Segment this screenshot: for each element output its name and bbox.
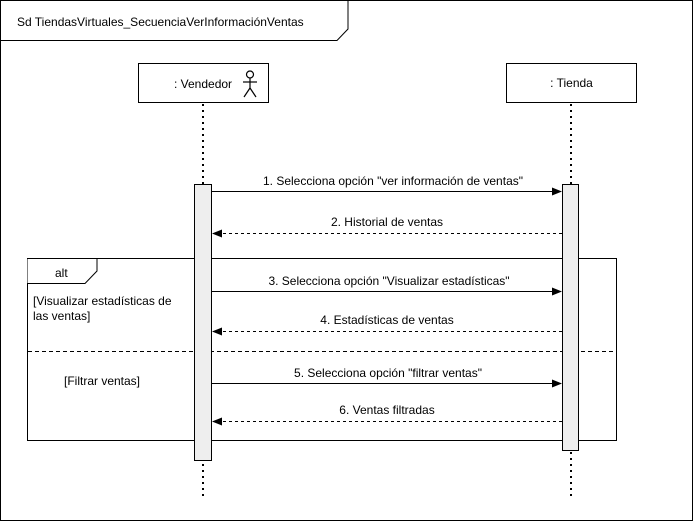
alt-guard-1: [Visualizar estadísticas de las ventas] xyxy=(33,294,172,323)
alt-guard-2: [Filtrar ventas] xyxy=(64,374,141,388)
alt-fragment xyxy=(27,258,617,441)
lifeline-vendedor[interactable]: : Vendedor xyxy=(138,63,269,103)
lifeline-tienda-label: : Tienda xyxy=(550,76,593,90)
actor-icon xyxy=(243,70,257,98)
title-tab xyxy=(0,0,349,41)
message-label-2: 2. Historial de ventas xyxy=(330,215,444,229)
alt-operator-label: alt xyxy=(55,266,68,280)
activation-vendedor xyxy=(194,184,212,461)
message-label-1: 1. Selecciona opción "ver información de… xyxy=(263,174,523,188)
lifeline-vendedor-label: : Vendedor xyxy=(174,77,233,91)
diagram-title: Sd TiendasVirtuales_SecuenciaVerInformac… xyxy=(17,15,304,29)
alt-operator-tab xyxy=(27,258,98,284)
lifeline-tienda[interactable]: : Tienda xyxy=(506,63,637,103)
message-label-3: 3. Selecciona opción "Visualizar estadís… xyxy=(268,274,510,288)
activation-tienda xyxy=(562,184,579,451)
message-label-6: 6. Ventas filtradas xyxy=(339,403,435,417)
message-label-5: 5. Selecciona opción "filtrar ventas" xyxy=(294,366,482,380)
message-label-4: 4. Estadísticas de ventas xyxy=(320,313,454,327)
